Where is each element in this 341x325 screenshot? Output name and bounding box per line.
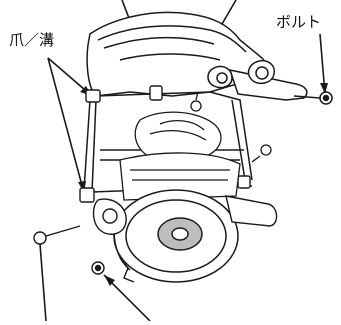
leader-bottom-left — [39, 243, 47, 322]
bolt-bottom-mid — [91, 261, 105, 275]
lower-assembly — [92, 195, 278, 283]
bolt-right — [293, 91, 333, 105]
leader-top-right — [221, 0, 237, 25]
arrow-head-bolt — [320, 83, 328, 94]
engine-block — [119, 91, 272, 201]
bolt-bottom-left — [33, 225, 81, 245]
leader-claw-2 — [47, 57, 85, 194]
front-cover — [86, 11, 308, 101]
arrow-head-bottom-mid — [104, 275, 115, 286]
bolt-label: ボルト — [276, 13, 322, 31]
rear-wheel — [113, 189, 239, 283]
claw-groove-label: 爪／溝 — [9, 31, 55, 49]
clip-points — [79, 85, 251, 203]
